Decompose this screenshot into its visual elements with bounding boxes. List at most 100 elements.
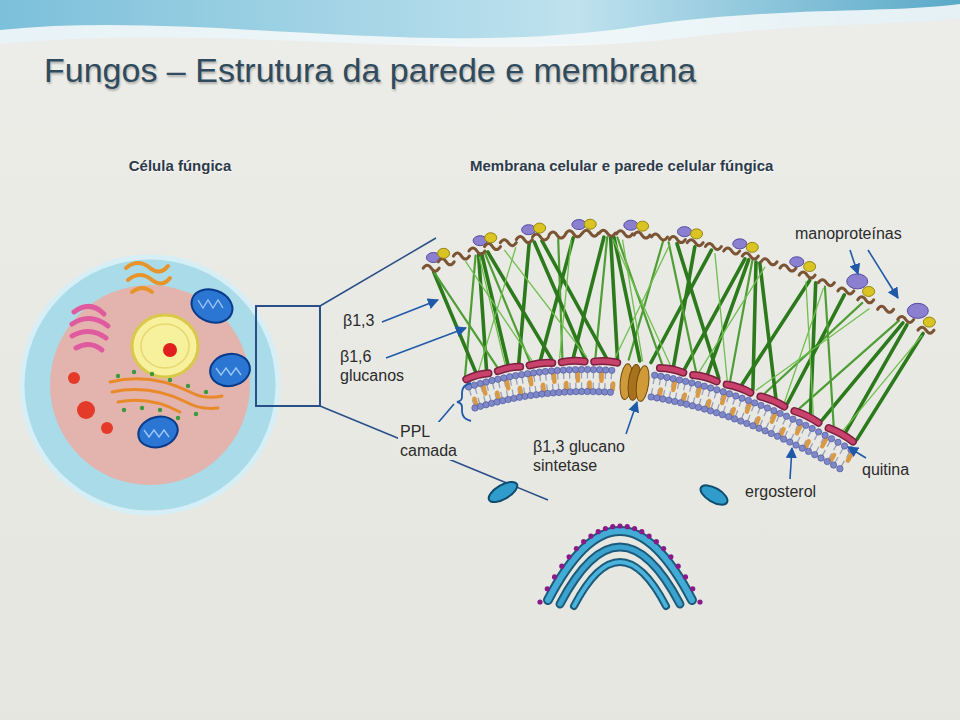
lipid-tail — [598, 383, 600, 389]
glucan-fiber — [614, 237, 640, 361]
lipid-tail — [789, 422, 792, 427]
lipid-tail — [791, 434, 794, 439]
chitin-rod — [562, 361, 585, 362]
leader-lines — [790, 448, 792, 479]
mannan-chain — [500, 240, 516, 246]
lipid-head — [837, 466, 843, 472]
lipid-tail — [558, 383, 560, 389]
fungal-cell — [144, 430, 169, 437]
zoom-box — [320, 238, 436, 306]
lipid-tail — [469, 390, 471, 396]
glucan-fiber — [629, 242, 663, 360]
part-label: quitina — [862, 460, 942, 479]
lipid-tail — [557, 374, 559, 380]
ribosome-dot — [552, 574, 557, 579]
part-label: manoproteínas — [795, 224, 935, 243]
ergosterol-symbol — [520, 388, 521, 394]
lipid-tail — [714, 393, 716, 399]
chitin-rod — [660, 368, 683, 373]
glucan-fiber — [825, 287, 834, 427]
mannan-chain — [599, 230, 615, 236]
lipid-tail — [810, 443, 813, 448]
fungal-cell — [118, 400, 180, 412]
leader-lines — [850, 250, 858, 274]
lipid-head — [756, 425, 762, 431]
lipid-head — [471, 382, 477, 388]
lipid-tail — [822, 450, 825, 455]
lipid-head — [536, 369, 542, 375]
lipid-tail — [529, 387, 531, 393]
lipid-head — [596, 389, 602, 395]
lipid-head — [607, 389, 613, 395]
ribosome-dot — [610, 524, 615, 529]
lipid-tail — [841, 461, 844, 466]
ribosome-dot — [566, 554, 571, 559]
part-label: ergosterol — [745, 482, 845, 501]
ergosterol-symbol — [797, 426, 800, 433]
lipid-head — [714, 387, 720, 393]
lipid-tail — [693, 397, 695, 403]
lipid-tail — [834, 445, 837, 450]
lipid-tail — [484, 396, 486, 402]
glucan-fiber — [541, 238, 574, 360]
fungal-cell — [22, 257, 278, 513]
glucan-fiber — [785, 288, 824, 402]
ribosome-dot — [676, 564, 681, 569]
ribosome-dot — [668, 554, 673, 559]
chitin-rod — [498, 367, 520, 371]
lipid-tail — [777, 416, 779, 421]
fungal-cell — [116, 370, 208, 420]
chitin-rod — [530, 363, 553, 366]
lipid-head — [689, 380, 695, 386]
lipid-tail — [653, 378, 655, 384]
chitin-rod — [760, 397, 784, 407]
lipid-head — [835, 439, 841, 445]
ribosome-dot — [697, 599, 702, 604]
lipid-head — [719, 412, 725, 418]
mannan-chain — [533, 234, 549, 240]
ribosome-dot — [639, 529, 644, 534]
ergosterol-symbol — [564, 383, 569, 389]
lipid-tail — [772, 425, 774, 430]
chitin-rod — [760, 397, 784, 407]
mannan-chain — [485, 244, 501, 250]
fungal-cell — [74, 306, 104, 314]
lipid-head — [771, 407, 777, 413]
lipid-head — [483, 379, 489, 385]
mannan-chain — [652, 234, 668, 240]
fungal-cell — [187, 284, 237, 328]
lipid-head — [701, 406, 707, 412]
chitin-rod — [466, 373, 488, 379]
lipid-head — [828, 436, 834, 442]
mitochondria-small — [698, 481, 731, 508]
mannan-chain — [566, 231, 582, 237]
lipid-head — [713, 410, 719, 416]
mannan-chain — [423, 265, 439, 271]
mannan-chain — [898, 317, 914, 323]
lipid-tail — [727, 397, 729, 403]
glucan-fiber — [857, 334, 923, 440]
part-label: β1,3 glucano sintetase — [533, 437, 658, 475]
glucan-fiber — [534, 242, 584, 358]
lipid-tail — [835, 457, 838, 462]
lipid-tail — [739, 401, 741, 407]
lipid-head — [590, 366, 596, 372]
ergosterol-symbol — [831, 455, 834, 460]
leader-lines — [848, 447, 866, 458]
lipid-head — [739, 395, 745, 401]
lipid-head — [489, 377, 495, 383]
lipid-head — [560, 367, 566, 373]
lipid-tail — [699, 399, 701, 405]
zoom-box — [256, 306, 320, 406]
mannan-chain — [549, 232, 565, 238]
ergosterol-symbol — [530, 376, 531, 384]
chitin-rod — [594, 361, 617, 363]
part-label: PPL camada — [398, 422, 474, 460]
ergosterol-symbol — [708, 401, 710, 407]
part-label: β1,3 — [343, 311, 383, 330]
synthase-subunit — [634, 365, 651, 402]
glucan-fiber — [677, 244, 719, 378]
mannan-chain — [438, 259, 454, 265]
leader-lines — [868, 250, 898, 298]
